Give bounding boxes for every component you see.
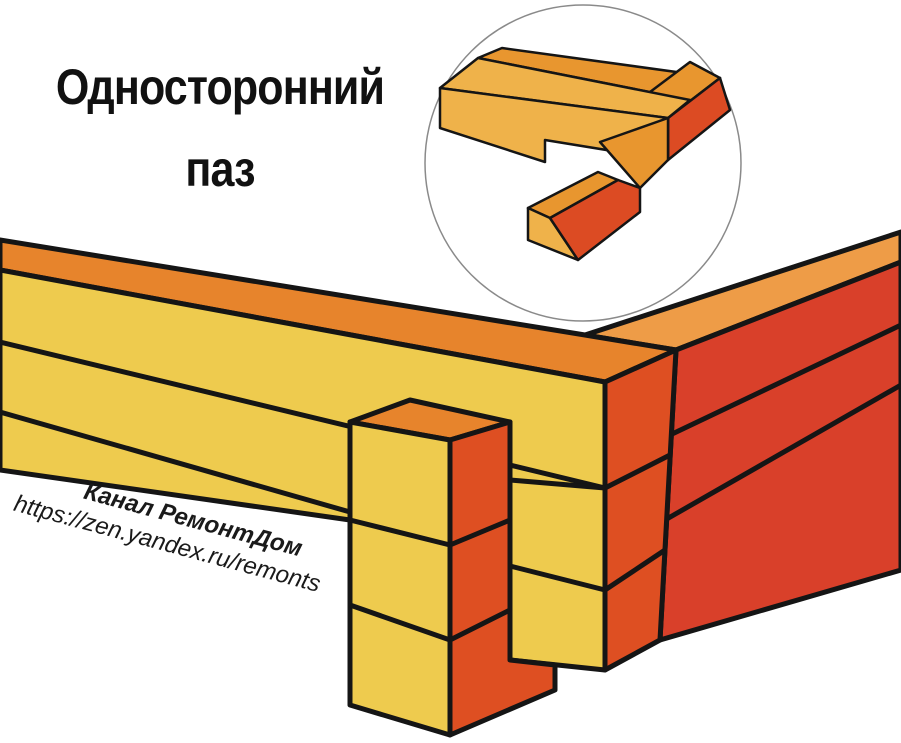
inset-short-beam-side: [548, 178, 642, 262]
tenon-post-side: [447, 419, 558, 738]
inset-circle: [424, 4, 742, 322]
right-wall-seam-1: [668, 322, 901, 438]
left-wall-seam-2: [0, 409, 351, 515]
tenon-post-seam-3: [449, 517, 511, 548]
end-face-seam-2: [603, 547, 667, 593]
tenon-post-front: [347, 419, 453, 738]
joint-detail-inset: [424, 4, 742, 322]
tenon-post-seam-2: [349, 602, 451, 643]
tenon-post-seam-1: [349, 517, 451, 548]
title-line-1: Односторонний: [55, 59, 385, 115]
right-wall-seam-2: [663, 382, 901, 523]
end-face-seam-1: [603, 452, 672, 491]
left-wall-seam-3: [509, 563, 606, 593]
tenon-post-seam-4: [448, 607, 512, 643]
title-line-2: паз: [185, 141, 255, 197]
end-face-seam-3: [509, 477, 606, 491]
inset-front-beam-end: [598, 116, 670, 190]
left-wall-end-face: [602, 347, 679, 673]
